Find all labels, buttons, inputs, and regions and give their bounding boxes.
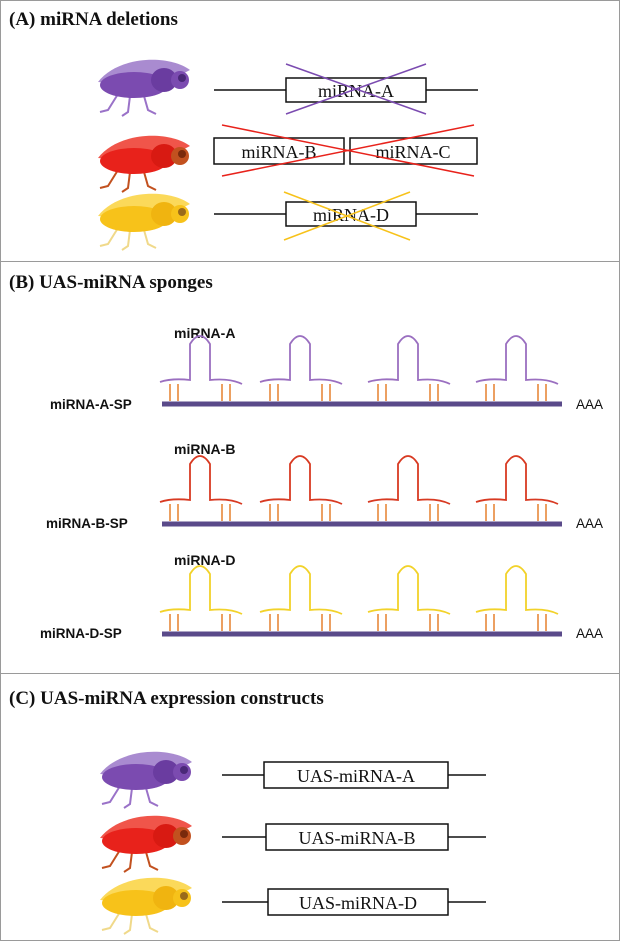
deletion-cross [285,63,427,115]
construct-box-d [267,888,449,916]
fly-icon-purple-c [100,751,192,809]
construct-box-b [265,823,449,851]
deletion-row-mirna-a: miRNA-A [214,63,478,115]
sponge-diagrams [159,335,562,637]
deletion-row-mirna-b-c: miRNA-B miRNA-C [213,124,478,177]
mirna-binding-loop [159,565,243,615]
deletion-cross [221,124,475,177]
fly-icon-yellow-a [98,193,190,251]
fly-icon-yellow-c [100,877,192,935]
mirna-label-a: miRNA-A [174,325,235,341]
mirna-label-d: miRNA-D [174,552,235,568]
gene-label-mirna-b: miRNA-B [241,142,316,162]
construct-label-a: UAS-miRNA-A [297,766,415,786]
gene-label-mirna-c: miRNA-C [375,142,450,162]
gene-box-mirna-a [285,77,427,103]
poly-a-tail-a: AAA [576,397,603,412]
mirna-binding-loop [475,335,559,385]
construct-box-a [263,761,449,789]
panel-b-title: (B) UAS-miRNA sponges [9,272,213,293]
sponge-label-a: miRNA-A-SP [50,397,132,412]
fly-icon-red-a [98,135,190,193]
fly-icon-purple-a [98,59,190,117]
mirna-binding-loop [367,455,451,505]
construct-row-uas-mirna-b: UAS-miRNA-B [222,823,486,851]
mirna-binding-loop [259,565,343,615]
construct-label-b: UAS-miRNA-B [298,828,415,848]
panel-c-title: (C) UAS-miRNA expression constructs [9,688,324,709]
sponge-label-b: miRNA-B-SP [46,516,128,531]
deletion-cross [283,191,411,241]
sponge-label-d: miRNA-D-SP [40,626,122,641]
mirna-binding-loop [367,335,451,385]
mirna-binding-loop [159,455,243,505]
poly-a-tail-b: AAA [576,516,603,531]
mirna-binding-loop [475,455,559,505]
poly-a-tail-d: AAA [576,626,603,641]
panel-a-title: (A) miRNA deletions [9,9,178,30]
construct-label-d: UAS-miRNA-D [299,893,417,913]
mirna-binding-loop [259,335,343,385]
mirna-binding-loop [259,455,343,505]
mirna-binding-loop [159,335,243,385]
mirna-binding-loop [367,565,451,615]
fly-icon-red-c [100,815,192,873]
construct-row-uas-mirna-a: UAS-miRNA-A [222,761,486,789]
mirna-binding-loop [475,565,559,615]
deletion-row-mirna-d: miRNA-D [214,191,478,241]
mirna-label-b: miRNA-B [174,441,235,457]
construct-row-uas-mirna-d: UAS-miRNA-D [222,888,486,916]
